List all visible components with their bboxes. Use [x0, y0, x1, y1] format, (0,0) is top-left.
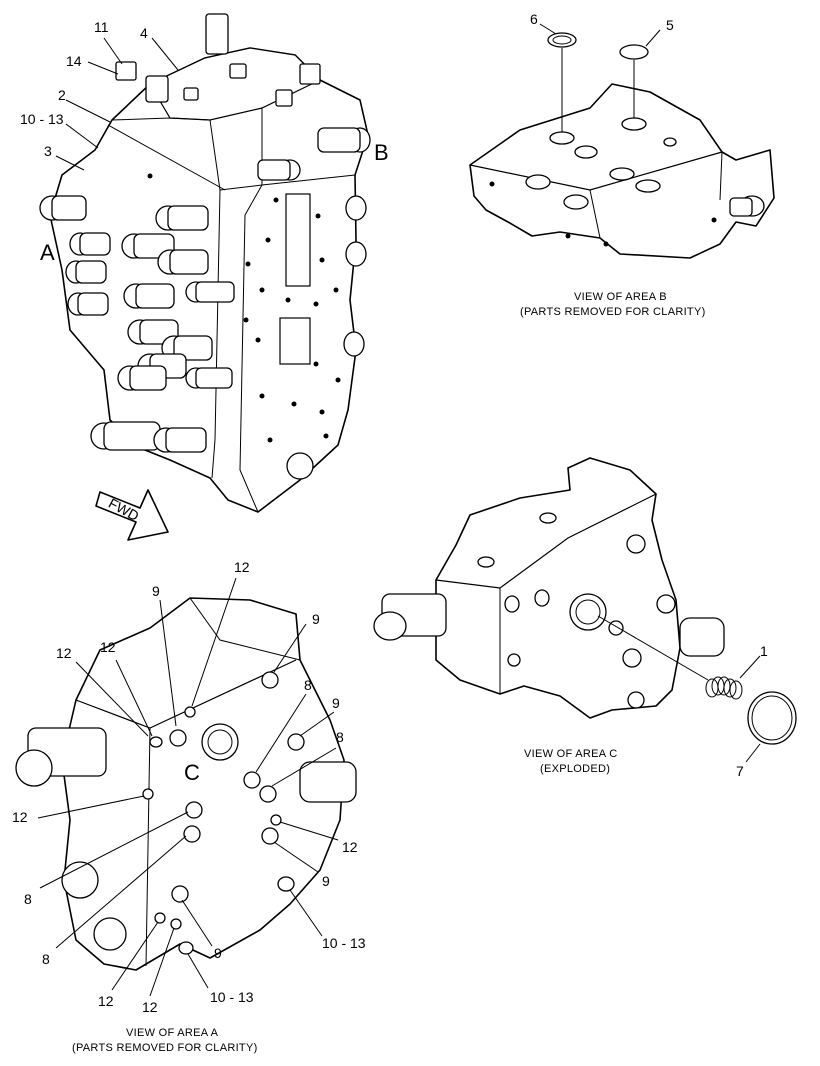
callout-4: 4	[140, 25, 148, 41]
callout-12: 12	[142, 999, 158, 1015]
callout-11: 11	[94, 19, 109, 35]
callout-3: 3	[44, 143, 52, 159]
view-c-caption-line2: (EXPLODED)	[540, 763, 610, 775]
view-a-caption-line1: VIEW OF AREA A	[126, 1027, 219, 1039]
callout-12: 12	[100, 639, 116, 655]
callout-9: 9	[332, 695, 340, 711]
area-label-c: C	[184, 760, 200, 785]
callout-1: 1	[760, 643, 768, 659]
view-area-a: 12 9 12 12 9 9 8 8 12 12 8 9 8 8 9 12 12…	[12, 559, 366, 1054]
callout-9: 9	[152, 583, 160, 599]
callout-9: 9	[312, 611, 320, 627]
main-valve-assembly: 11 4 14 2 10 - 13 3 A B FWD	[20, 13, 389, 541]
callout-14: 14	[66, 53, 82, 69]
callout-10-13: 10 - 13	[322, 935, 366, 951]
view-b-caption-line1: VIEW OF AREA B	[574, 291, 667, 303]
area-label-a: A	[40, 240, 55, 265]
callout-12: 12	[56, 645, 72, 661]
view-c-caption-line1: VIEW OF AREA C	[524, 748, 617, 760]
callout-7: 7	[736, 763, 744, 779]
callout-12: 12	[342, 839, 358, 855]
callout-10-13: 10 - 13	[20, 111, 64, 127]
callout-8: 8	[304, 677, 312, 693]
callout-8: 8	[336, 729, 344, 745]
forward-arrow-icon: FWD	[95, 489, 169, 541]
callout-12: 12	[98, 993, 114, 1009]
forward-label: FWD	[106, 495, 142, 524]
callout-10-13: 10 - 13	[210, 989, 254, 1005]
callout-12: 12	[12, 809, 28, 825]
callout-2: 2	[58, 87, 66, 103]
area-label-b: B	[374, 140, 389, 165]
callout-8: 8	[24, 891, 32, 907]
callout-6: 6	[530, 11, 538, 27]
view-area-b: 6 5 VIEW OF AREA B (PARTS REMOVED FOR CL…	[469, 11, 775, 318]
callout-12: 12	[234, 559, 250, 575]
view-a-caption-line2: (PARTS REMOVED FOR CLARITY)	[72, 1042, 258, 1054]
callout-9: 9	[214, 945, 222, 961]
view-b-caption-line2: (PARTS REMOVED FOR CLARITY)	[520, 306, 706, 318]
view-area-c: 1 7 VIEW OF AREA C (EXPLODED)	[373, 457, 797, 779]
spring-icon	[705, 676, 743, 700]
callout-5: 5	[666, 17, 674, 33]
callout-9: 9	[322, 873, 330, 889]
callout-8: 8	[42, 951, 50, 967]
